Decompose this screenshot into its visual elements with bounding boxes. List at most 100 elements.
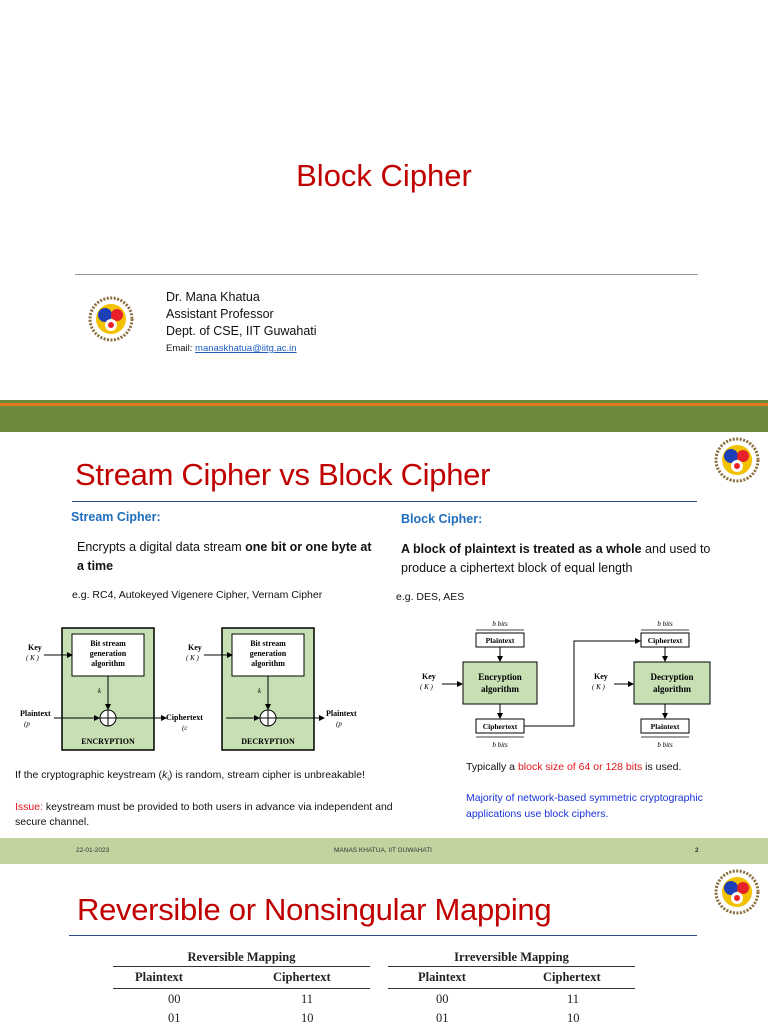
email-link[interactable]: manaskhatua@iitg.ac.in xyxy=(195,343,297,354)
block-desc-plain: and used to produce a ciphertext block o… xyxy=(401,542,711,575)
author-name: Dr. Mana Khatua xyxy=(166,290,260,304)
dec-box-line1: Bit stream xyxy=(250,639,286,648)
bitstream-box-dec xyxy=(231,633,305,677)
irr-r0-cipher: 11 xyxy=(567,992,580,1006)
enc-pi: (p xyxy=(24,720,30,728)
size-red: block size of 64 or 128 bits xyxy=(517,761,643,773)
iitg-logo-icon xyxy=(714,437,760,483)
size-pre: Typically a xyxy=(466,761,518,773)
block-cipher-desc: A block of plaintext is treated as a who… xyxy=(401,540,721,578)
iitg-logo-icon xyxy=(88,296,134,342)
author-email-line: Email: manaskhatua@iitg.ac.in xyxy=(166,340,317,357)
footer-page: 2 xyxy=(695,847,699,854)
block-cipher-heading: Block Cipher: xyxy=(401,512,483,526)
dec-algo-line1: Decryption xyxy=(651,672,694,682)
issue-label: Issue: xyxy=(15,801,44,813)
stream-examples: e.g. RC4, Autokeyed Vigenere Cipher, Ver… xyxy=(72,589,323,601)
title-divider xyxy=(75,274,698,275)
rev-header-plaintext: Plaintext xyxy=(135,970,183,984)
enc-key-sym: ( K ) xyxy=(26,654,40,662)
plaintext-out-label: Plaintext xyxy=(651,722,680,731)
stream-cipher-heading: Stream Cipher: xyxy=(71,510,161,524)
ci-label: (c xyxy=(182,724,188,732)
bbits-top-right: b bits xyxy=(657,620,673,628)
plaintext-box-out xyxy=(640,718,690,734)
rev-r0-cipher: 11 xyxy=(301,992,314,1006)
irreversible-header-row: Plaintext Ciphertext xyxy=(388,970,635,988)
bbits-bottom-left: b bits xyxy=(492,741,508,749)
stream-desc-bold: one bit or one byte at a time xyxy=(77,540,372,573)
dec-key: Key xyxy=(188,643,202,652)
author-dept: Dept. of CSE, IIT Guwahati xyxy=(166,324,317,338)
dec-algo-line2: algorithm xyxy=(653,684,691,694)
block-desc-bold: A block of plaintext is treated as a who… xyxy=(401,542,642,556)
issue-note: Issue: keystream must be provided to bot… xyxy=(15,800,420,830)
decryption-algo-box xyxy=(633,661,711,705)
block-keysym-right: ( K ) xyxy=(592,683,606,691)
enc-plaintext: Plaintext xyxy=(20,709,51,718)
irr-header-ciphertext: Ciphertext xyxy=(543,970,601,984)
band-olive xyxy=(0,400,768,403)
majority-note: Majority of network-based symmetric cryp… xyxy=(466,792,703,820)
note-k: k xyxy=(162,769,168,781)
footer-author: MANAS KHATUA, IIT GUWAHATI xyxy=(334,847,432,854)
keystream-note: If the cryptographic keystream (ki) is r… xyxy=(15,769,365,783)
dec-box-line2: generation xyxy=(250,649,287,658)
reversible-caption: Reversible Mapping xyxy=(187,950,296,964)
block-key-left: Key xyxy=(422,672,436,681)
enc-key: Key xyxy=(28,643,42,652)
table-row: 00 11 xyxy=(388,992,635,1011)
slide2-title: Stream Cipher vs Block Cipher xyxy=(75,457,491,492)
irreversible-caption: Irreversible Mapping xyxy=(454,950,569,964)
rev-r0-plain: 00 xyxy=(168,992,181,1006)
dec-label: DECRYPTION xyxy=(241,737,295,746)
note-post: ) is random, stream cipher is unbreakabl… xyxy=(168,769,365,781)
stream-cipher-diagram: Bit stream generation algorithm k ENCRYP… xyxy=(20,627,357,751)
table-row: 00 11 xyxy=(113,992,370,1011)
dec-box-line3: algorithm xyxy=(251,659,285,668)
irr-r0-plain: 00 xyxy=(436,992,449,1006)
enc-ki: k xyxy=(98,687,102,695)
slide3-title: Reversible or Nonsingular Mapping xyxy=(77,892,552,927)
slide1-title: Block Cipher xyxy=(296,158,472,193)
irreversible-table: Irreversible Mapping Plaintext Ciphertex… xyxy=(388,950,635,1030)
reversible-table: Reversible Mapping Plaintext Ciphertext … xyxy=(113,950,370,1030)
slide2-footer: 22-01-2023 MANAS KHATUA, IIT GUWAHATI 2 xyxy=(0,838,768,864)
band-orange xyxy=(0,403,768,406)
bbits-bottom-right: b bits xyxy=(657,741,673,749)
author-role: Assistant Professor xyxy=(166,307,274,321)
block-cipher-diagram: b bits Plaintext Encryption algorithm Ke… xyxy=(420,620,711,749)
dec-key-sym: ( K ) xyxy=(186,654,200,662)
dec-pi: (p xyxy=(336,720,342,728)
table-row: 01 10 xyxy=(113,1011,370,1030)
ciphertext-in-label: Ciphertext xyxy=(648,636,683,645)
block-size-note: Typically a block size of 64 or 128 bits… xyxy=(466,761,681,773)
rev-header-ciphertext: Ciphertext xyxy=(273,970,331,984)
block-examples: e.g. DES, AES xyxy=(396,591,465,603)
enc-label: ENCRYPTION xyxy=(81,737,135,746)
ciphertext-out-label: Ciphertext xyxy=(483,722,518,731)
encryption-algo-box xyxy=(462,661,538,705)
slide3-title-divider xyxy=(69,935,697,936)
email-label: Email: xyxy=(166,343,193,354)
dec-ki: k xyxy=(258,687,262,695)
stream-cipher-desc: Encrypts a digital data stream one bit o… xyxy=(77,538,377,576)
enc-algo-line1: Encryption xyxy=(478,672,522,682)
note-sub: i xyxy=(167,776,169,784)
note-pre: If the cryptographic keystream ( xyxy=(15,769,163,781)
enc-box-line1: Bit stream xyxy=(90,639,126,648)
stream-desc-plain: Encrypts a digital data stream xyxy=(77,540,246,554)
enc-algo-line2: algorithm xyxy=(481,684,519,694)
iitg-logo-icon xyxy=(714,869,760,915)
dec-plaintext: Plaintext xyxy=(326,709,357,718)
irr-r1-plain: 01 xyxy=(436,1011,449,1025)
issue-text: keystream must be provided to both users… xyxy=(15,801,393,828)
plaintext-in-label: Plaintext xyxy=(486,636,515,645)
enc-box-line3: algorithm xyxy=(91,659,125,668)
block-keysym-left: ( K ) xyxy=(420,683,434,691)
author-block: Dr. Mana Khatua Assistant Professor Dept… xyxy=(166,289,317,357)
rev-r1-plain: 01 xyxy=(168,1011,181,1025)
block-key-right: Key xyxy=(594,672,608,681)
size-post: is used. xyxy=(642,761,682,773)
enc-box-line2: generation xyxy=(90,649,127,658)
